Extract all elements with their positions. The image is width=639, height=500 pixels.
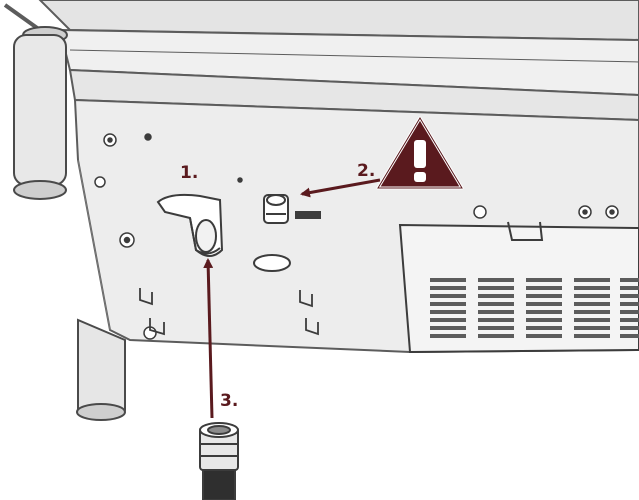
oval-opening [253,254,291,272]
vent-slot [620,334,639,338]
panel-side-edge [77,159,111,331]
vent-slot [526,310,562,314]
vent-slot [430,334,466,338]
step-label-1: 1. [180,163,199,183]
vent-slot [430,318,466,322]
vent-slot [620,286,639,290]
vent-slot [526,326,562,330]
vent-slot [478,294,514,298]
vent-slot [478,286,514,290]
gas-inlet-valve [156,193,224,257]
vent-slot [574,286,610,290]
left-leg-bottom [76,318,126,421]
left-leg-top [13,26,68,200]
panel-clips [139,288,319,336]
arrow-step-2 [300,178,381,198]
top-frame [38,0,639,122]
vent-slot [620,318,639,322]
vent-slot [526,334,562,338]
vent-slot [574,334,610,338]
vent-slot [526,318,562,322]
vent-slot [478,310,514,314]
test-point-fitting [263,194,321,224]
vent-slot [526,302,562,306]
warning-triangle-icon [376,116,464,190]
vent-slot [478,334,514,338]
vent-slot [526,278,562,282]
step-label-2: 2. [357,161,376,181]
vent-slot [430,310,466,314]
gas-hose [199,422,239,500]
vent-slot [620,294,639,298]
vent-slot [620,310,639,314]
vent-slot [526,286,562,290]
vent-slot [574,302,610,306]
vent-slot [478,278,514,282]
corner-rod [3,3,42,32]
vent-slot [478,302,514,306]
vent-slot [574,318,610,322]
vent-slot [478,318,514,322]
vent-slot [620,278,639,282]
vent-slot [574,294,610,298]
vent-slot [574,310,610,314]
vent-slot [430,286,466,290]
vent-slot [430,278,466,282]
vent-slot [574,326,610,330]
vent-slot [478,326,514,330]
vent-slot [430,302,466,306]
vent-slot [430,326,466,330]
arrow-step-3 [203,258,214,419]
vent-slot [620,326,639,330]
step-label-3: 3. [220,391,239,411]
vent-slots [430,278,639,338]
vent-slot [620,302,639,306]
mounting-screws [94,133,619,340]
vent-slot [430,294,466,298]
vent-slot [526,294,562,298]
vent-slot [574,278,610,282]
